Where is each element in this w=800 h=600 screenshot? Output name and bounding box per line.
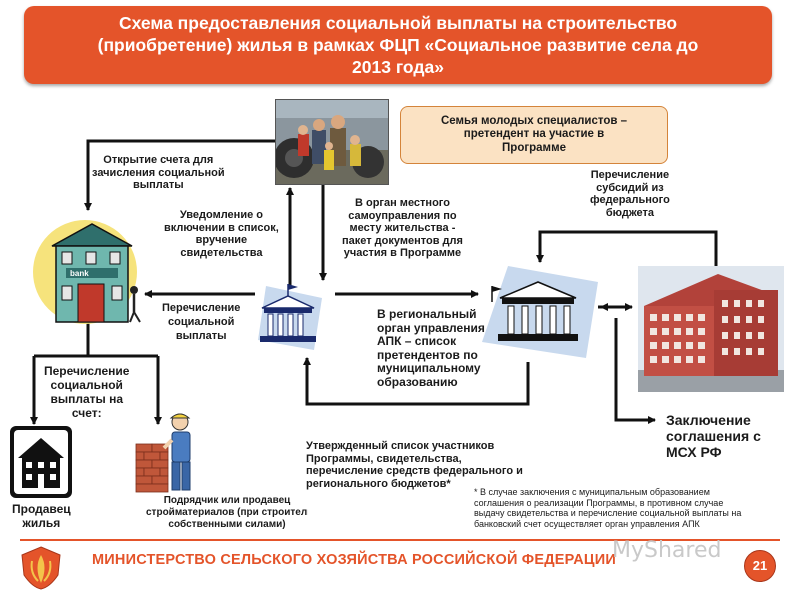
ministry-emblem-icon — [20, 545, 62, 591]
label-to-local-gov: В орган местного самоуправления по месту… — [342, 197, 463, 260]
bank-icon: bank — [30, 214, 148, 331]
bank-sign: bank — [70, 269, 89, 278]
label-subsidy-transfer: Перечисление субсидий из федерального бю… — [590, 169, 670, 219]
family-box: Семья молодых специалистов – претендент … — [400, 106, 668, 164]
family-photo — [275, 99, 389, 185]
footnote: * В случае заключения с муниципальным об… — [474, 487, 741, 529]
label-transfer-to-account: Перечисление социальной выплаты на счет: — [44, 364, 129, 420]
arrow-subsidy — [540, 232, 716, 266]
label-notification: Уведомление о включении в список, вручен… — [164, 209, 279, 259]
watermark: MyShared — [612, 538, 721, 563]
label-open-account: Открытие счета для зачисления социальной… — [92, 154, 225, 192]
label-contractor: Подрядчик или продавец стройматериалов (… — [146, 495, 308, 531]
ministry-name: МИНИСТЕРСТВО СЕЛЬСКОГО ХОЗЯЙСТВА РОССИЙС… — [92, 552, 616, 568]
house-icon — [10, 426, 72, 503]
label-seller: Продавец жилья — [12, 502, 71, 530]
family-box-line-1: Семья молодых специалистов – — [401, 115, 667, 129]
page-number: 21 — [744, 550, 776, 582]
regional-agency-icon — [478, 262, 602, 367]
family-box-line-3: Программе — [401, 142, 667, 156]
ministry-building-photo — [638, 266, 784, 392]
label-social-payment-transfer: Перечисление социальной выплаты — [162, 301, 240, 343]
label-regional-agency: В региональный орган управления АПК – сп… — [377, 308, 485, 389]
family-box-line-2: претендент на участие в — [401, 128, 667, 142]
builder-icon — [134, 410, 204, 499]
label-agreement: Заключение соглашения с МСХ РФ — [666, 412, 761, 460]
municipal-building-icon — [252, 278, 328, 361]
label-approved-list: Утвержденный список участников Программы… — [306, 440, 523, 490]
